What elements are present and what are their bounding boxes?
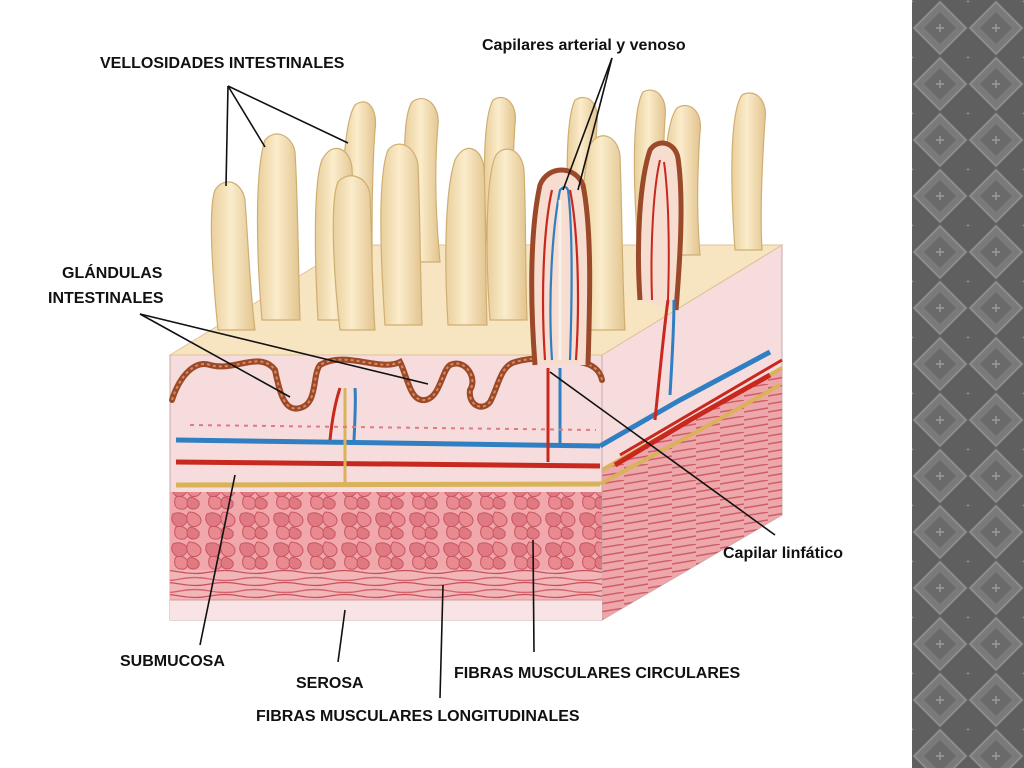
villi-front-row <box>210 133 626 331</box>
serosa-layer <box>170 600 602 620</box>
label-glands-line2: INTESTINALES <box>48 290 164 307</box>
label-circular: FIBRAS MUSCULARES CIRCULARES <box>454 665 741 682</box>
label-longitudinal: FIBRAS MUSCULARES LONGITUDINALES <box>256 708 580 725</box>
decorative-side-strip <box>912 0 1024 768</box>
side-villus <box>635 140 684 311</box>
label-lymphatic: Capilar linfático <box>723 545 844 562</box>
label-submucosa: SUBMUCOSA <box>120 653 225 670</box>
label-capillaries: Capilares arterial y venoso <box>482 37 686 54</box>
leader-lines <box>139 57 776 699</box>
submucosa-vessels <box>175 299 781 488</box>
intestinal-wall-diagram <box>139 57 784 699</box>
longitudinal-muscle-layer <box>170 570 602 600</box>
circular-muscle-layer <box>170 492 602 570</box>
label-glands-line1: GLÁNDULAS <box>62 265 163 282</box>
label-villi: VELLOSIDADES INTESTINALES <box>100 55 345 72</box>
label-serosa: SEROSA <box>296 675 364 692</box>
side-muscle-layer <box>602 370 782 620</box>
